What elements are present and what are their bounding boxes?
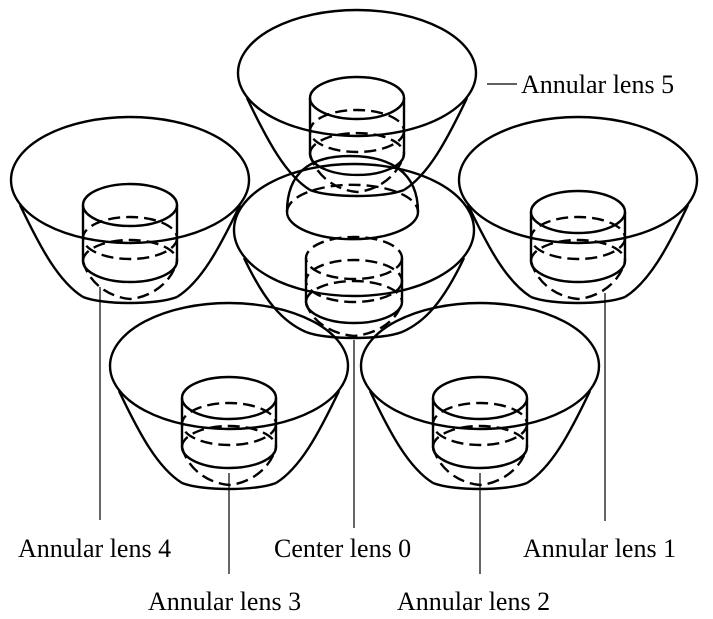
- label-center-lens-0: Center lens 0: [274, 534, 411, 563]
- leader-lines: [99, 83, 606, 574]
- center-lens-0: [232, 154, 476, 340]
- annular-lens-5: [236, 8, 478, 198]
- annular-lens-3: [108, 301, 350, 491]
- label-annular-lens-5: Annular lens 5: [521, 70, 674, 99]
- annular-lens-4: [9, 115, 251, 305]
- label-annular-lens-1: Annular lens 1: [523, 534, 676, 563]
- annular-lens-1: [457, 115, 699, 305]
- annular-lens-2: [359, 301, 601, 491]
- label-annular-lens-4: Annular lens 4: [18, 534, 171, 563]
- label-annular-lens-2: Annular lens 2: [397, 587, 550, 616]
- label-annular-lens-3: Annular lens 3: [148, 587, 301, 616]
